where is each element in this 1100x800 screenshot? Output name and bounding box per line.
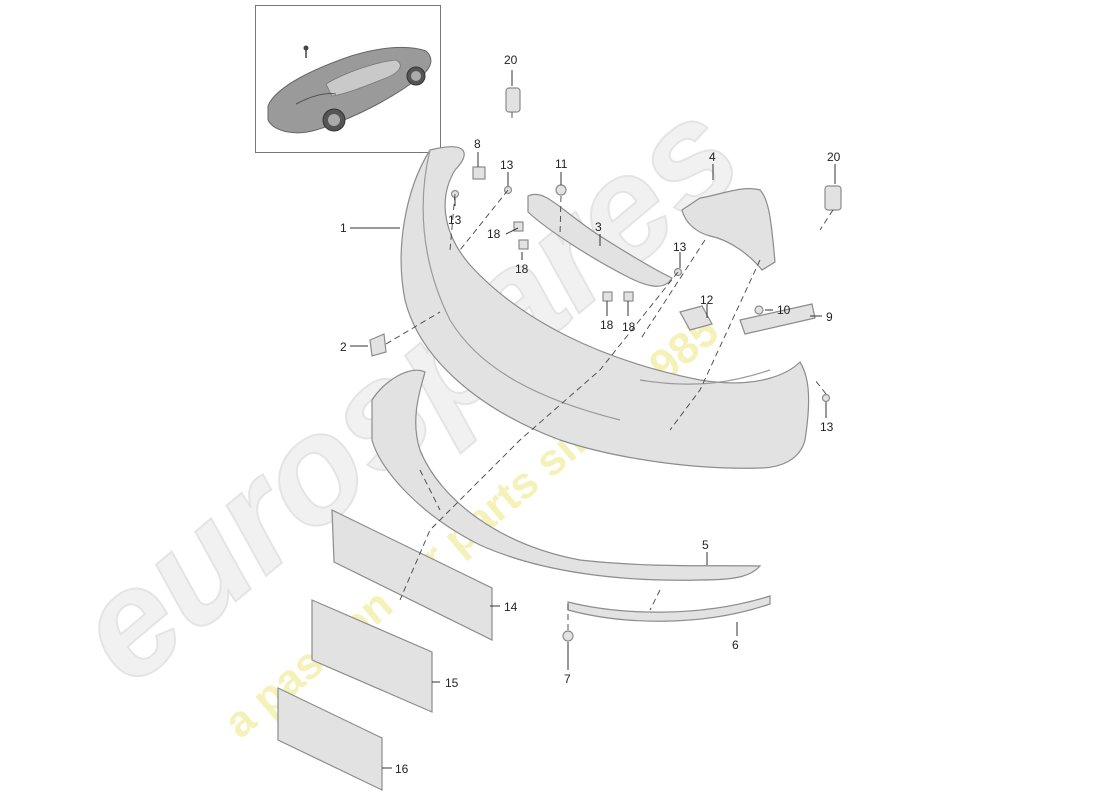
lower-spoiler: [371, 369, 762, 581]
bumper-cover: [400, 146, 810, 469]
callout-label: 18: [600, 318, 614, 332]
plug-18b: [518, 239, 529, 250]
callout-label: 4: [709, 150, 716, 164]
callout-label: 13: [820, 420, 834, 434]
cover-2: [369, 333, 387, 357]
plug-18a: [513, 221, 524, 232]
callout-label: 18: [622, 320, 636, 334]
clip-8: [472, 166, 486, 180]
trim-strip: [567, 595, 771, 622]
vehicle-thumbnail: [255, 5, 441, 153]
bracket-12: [679, 305, 713, 331]
callout-label: 13: [500, 158, 514, 172]
callout-label: 9: [826, 310, 833, 324]
plate-plate-16: [277, 687, 383, 791]
callout-label: 16: [395, 762, 409, 776]
callout-label: 13: [448, 213, 462, 227]
plate-base-14: [331, 509, 493, 641]
callout-label: 14: [504, 600, 518, 614]
callout-label: 11: [555, 157, 568, 171]
callout-label: 6: [732, 638, 739, 652]
sensor-20-right: [824, 185, 842, 211]
callout-label: 5: [702, 538, 709, 552]
plate-holder-15: [311, 599, 433, 713]
callout-label: 3: [595, 220, 602, 234]
screw-7: [562, 630, 574, 642]
callout-label: 7: [564, 672, 571, 686]
nut-11: [555, 184, 567, 196]
callout-label: 20: [827, 150, 841, 164]
callout-label: 2: [340, 340, 347, 354]
callout-label: 10: [777, 303, 791, 317]
callout-label: 18: [487, 227, 501, 241]
callout-label: 15: [445, 676, 459, 690]
callout-label: 18: [515, 262, 529, 276]
plug-18d: [623, 291, 634, 302]
car-illustration: [267, 45, 432, 134]
nut-10: [754, 305, 764, 315]
callout-label: 13: [673, 240, 687, 254]
screw-13-d: [821, 393, 831, 403]
callout-label: 20: [504, 53, 518, 67]
callout-label: 8: [474, 137, 481, 151]
plug-18c: [602, 291, 613, 302]
side-bracket: [681, 188, 776, 271]
callout-label: 12: [700, 293, 714, 307]
clip-20-top: [505, 87, 521, 113]
bracket-9: [739, 303, 816, 335]
callout-label: 1: [340, 221, 347, 235]
